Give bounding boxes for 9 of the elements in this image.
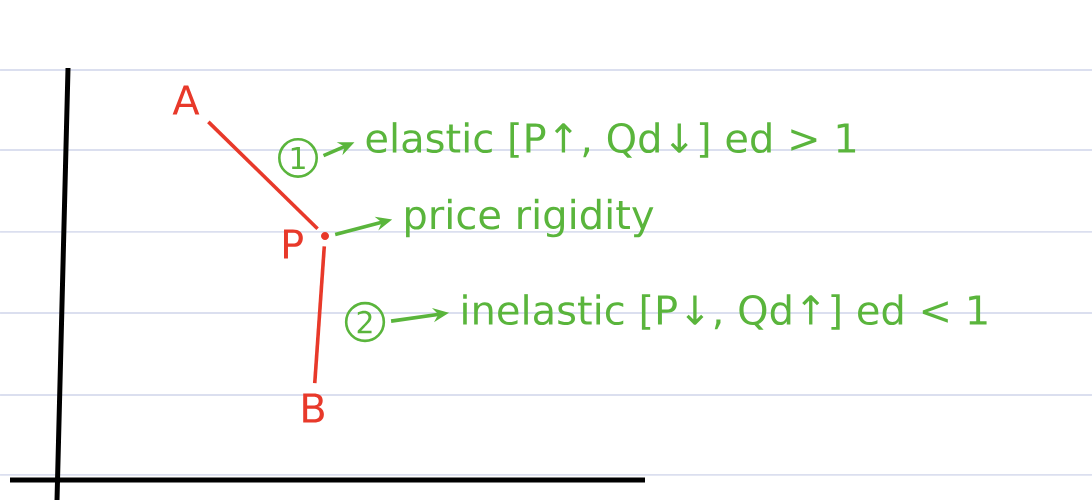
- point-label: B: [303, 393, 324, 423]
- annotation-text: inelastic [P↓, Qd↑] ed < 1: [463, 294, 987, 330]
- annotation-text: elastic [P↑, Qd↓] ed > 1: [366, 122, 856, 158]
- annotation-text: price rigidity: [406, 198, 654, 238]
- curve-segment: [312, 246, 327, 384]
- kink-point: [321, 232, 329, 240]
- curve-segment: [207, 120, 319, 230]
- point-label: A: [172, 85, 200, 115]
- point-label: P: [284, 229, 303, 259]
